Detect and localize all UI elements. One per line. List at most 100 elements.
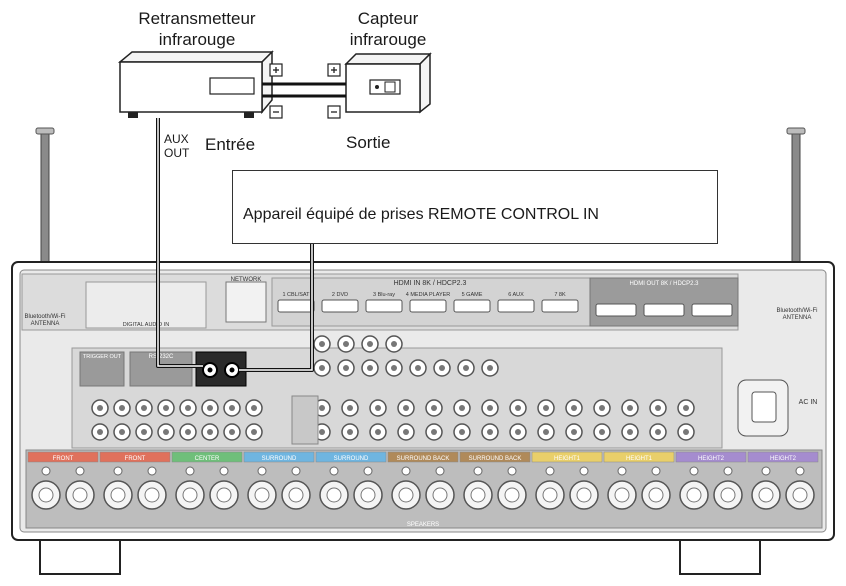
speaker-group-label: SURROUND xyxy=(262,456,297,462)
speaker-polarity-dot xyxy=(147,466,157,476)
speaker-terminal-knob xyxy=(398,487,414,503)
speaker-polarity-dot xyxy=(723,466,733,476)
rca-jack-pin xyxy=(515,405,521,411)
hdmi-port xyxy=(453,299,491,313)
rca-jack-pin xyxy=(463,365,469,371)
speaker-polarity-dot xyxy=(257,466,267,476)
ir-retransmitter-device xyxy=(117,50,274,118)
rca-jack-pin xyxy=(163,405,169,411)
speaker-group-header xyxy=(531,451,603,463)
speaker-group-label: FRONT xyxy=(125,456,146,462)
hdmi-port-label: 5 GAME xyxy=(462,292,483,298)
rca-jack-pin xyxy=(251,429,257,435)
speaker-group-label: HEIGHT2 xyxy=(770,456,797,462)
ir-wires xyxy=(262,82,346,98)
ir-sensor-label-line1: Capteur xyxy=(357,9,419,28)
hdmi-port xyxy=(365,299,403,313)
speaker-polarity-dot xyxy=(761,466,771,476)
rs232c-block xyxy=(129,351,193,387)
callout-text: Appareil équipé de prises REMOTE CONTROL… xyxy=(243,206,599,223)
polarity-markers xyxy=(269,63,341,119)
bt-antenna-text-right-2: ANTENNA xyxy=(783,315,812,321)
speaker-group-header xyxy=(603,451,675,463)
speaker-terminal-knob xyxy=(542,487,558,503)
rca-jack-pin xyxy=(343,341,349,347)
ir-retransmitter-label-line1: Retransmetteur xyxy=(138,9,256,28)
speaker-polarity-dot xyxy=(579,466,589,476)
aux-out-label: AUX OUT xyxy=(164,132,200,160)
hdmi-port-label: 2 DVD xyxy=(332,292,348,298)
rca-jack-pin xyxy=(403,429,409,435)
speaker-polarity-dot xyxy=(363,466,373,476)
rca-jack-pin xyxy=(571,405,577,411)
speaker-group-header xyxy=(675,451,747,463)
speaker-group-header xyxy=(315,451,387,463)
speaker-polarity-dot xyxy=(219,466,229,476)
speaker-group-header xyxy=(171,451,243,463)
rca-jack-pin xyxy=(683,405,689,411)
rca-jack-pin xyxy=(367,341,373,347)
trigger-block xyxy=(79,351,125,387)
speaker-terminal-knob xyxy=(38,487,54,503)
rca-jack-pin xyxy=(367,365,373,371)
rca-jack-pin xyxy=(343,365,349,371)
speaker-polarity-dot xyxy=(291,466,301,476)
rca-jack-pin xyxy=(627,429,633,435)
speaker-group-header xyxy=(99,451,171,463)
speaker-polarity-dot xyxy=(545,466,555,476)
speaker-terminal-knob xyxy=(72,487,88,503)
speaker-terminal-knob xyxy=(110,487,126,503)
speaker-terminal-knob xyxy=(614,487,630,503)
speaker-polarity-dot xyxy=(75,466,85,476)
rca-jack-pin xyxy=(571,429,577,435)
rca-jack-pin xyxy=(403,405,409,411)
rca-jack-pin xyxy=(599,429,605,435)
output-label: Sortie xyxy=(346,133,391,152)
speaker-group-header xyxy=(27,451,99,463)
hdmi-out-text: HDMI OUT 8K / HDCP2.3 xyxy=(630,281,700,287)
speaker-polarity-dot xyxy=(689,466,699,476)
speaker-group-label: SURROUND xyxy=(334,456,369,462)
rca-jack-pin xyxy=(319,429,325,435)
rca-jack-pin xyxy=(683,429,689,435)
ir-sensor-device xyxy=(344,52,432,114)
rca-jack-pin xyxy=(319,341,325,347)
preout-block xyxy=(291,395,319,445)
rs232c-text: RS-232C xyxy=(149,354,174,360)
rca-jack-pin xyxy=(207,429,213,435)
hdmi-port xyxy=(409,299,447,313)
speaker-terminal-knob xyxy=(648,487,664,503)
rca-jack-pin xyxy=(141,429,147,435)
speaker-polarity-dot xyxy=(113,466,123,476)
speaker-terminal-knob xyxy=(686,487,702,503)
rca-jack-pin xyxy=(207,405,213,411)
rca-jack-pin xyxy=(487,405,493,411)
rca-jack-pin xyxy=(391,365,397,371)
speaker-polarity-dot xyxy=(473,466,483,476)
speaker-terminal-knob xyxy=(182,487,198,503)
speaker-polarity-dot xyxy=(617,466,627,476)
hdmi-port-label: 1 CBL/SAT xyxy=(282,292,310,298)
speaker-polarity-dot xyxy=(329,466,339,476)
speaker-group-header xyxy=(459,451,531,463)
hdmi-port xyxy=(541,299,579,313)
speaker-terminal-knob xyxy=(470,487,486,503)
bt-antenna-text-left: Bluetooth/Wi-Fi xyxy=(24,314,65,320)
speaker-group-label: HEIGHT1 xyxy=(626,456,653,462)
hdmi-out-port xyxy=(643,303,685,317)
rca-jack-pin xyxy=(655,405,661,411)
rca-jack-pin xyxy=(415,365,421,371)
rca-jack-pin xyxy=(599,405,605,411)
rca-jack-pin xyxy=(439,365,445,371)
hdmi-port xyxy=(321,299,359,313)
rca-jack-pin xyxy=(543,405,549,411)
hdmi-port-label: 4 MEDIA PLAYER xyxy=(406,292,451,298)
aux-out-label-line1: AUX xyxy=(164,132,189,146)
hdmi-port-label: 3 Blu-ray xyxy=(373,292,395,298)
speaker-terminal-knob xyxy=(144,487,160,503)
hdmi-out-port xyxy=(595,303,637,317)
bt-antenna-text-right: Bluetooth/Wi-Fi xyxy=(776,308,817,314)
rca-jack-pin xyxy=(391,341,397,347)
speaker-terminal-knob xyxy=(216,487,232,503)
